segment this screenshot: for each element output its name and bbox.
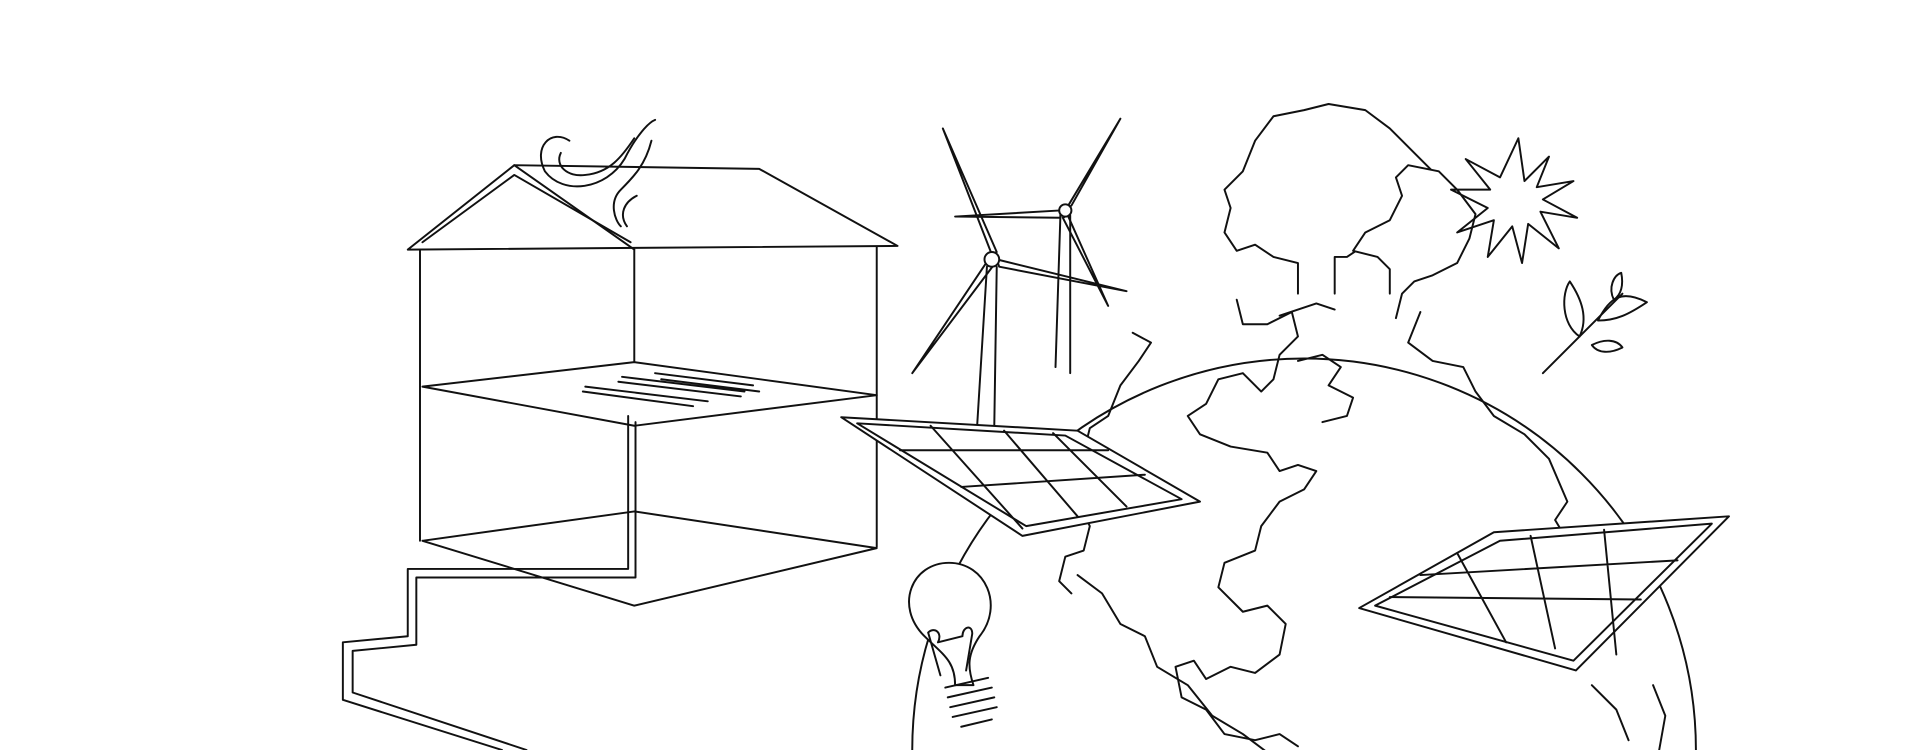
wind-turbine-icon (911, 117, 1128, 427)
solar-panel-icon (1358, 515, 1730, 672)
solar-panel-icon (840, 416, 1201, 537)
sun-icon (1450, 137, 1579, 265)
light-bulb-icon (908, 561, 998, 728)
sprout-icon (1541, 271, 1648, 375)
tree-icon (1223, 103, 1477, 320)
geothermal-pipe-icon (341, 415, 637, 750)
underfloor-heating-icon (581, 372, 761, 408)
smoke-icon (539, 118, 657, 228)
